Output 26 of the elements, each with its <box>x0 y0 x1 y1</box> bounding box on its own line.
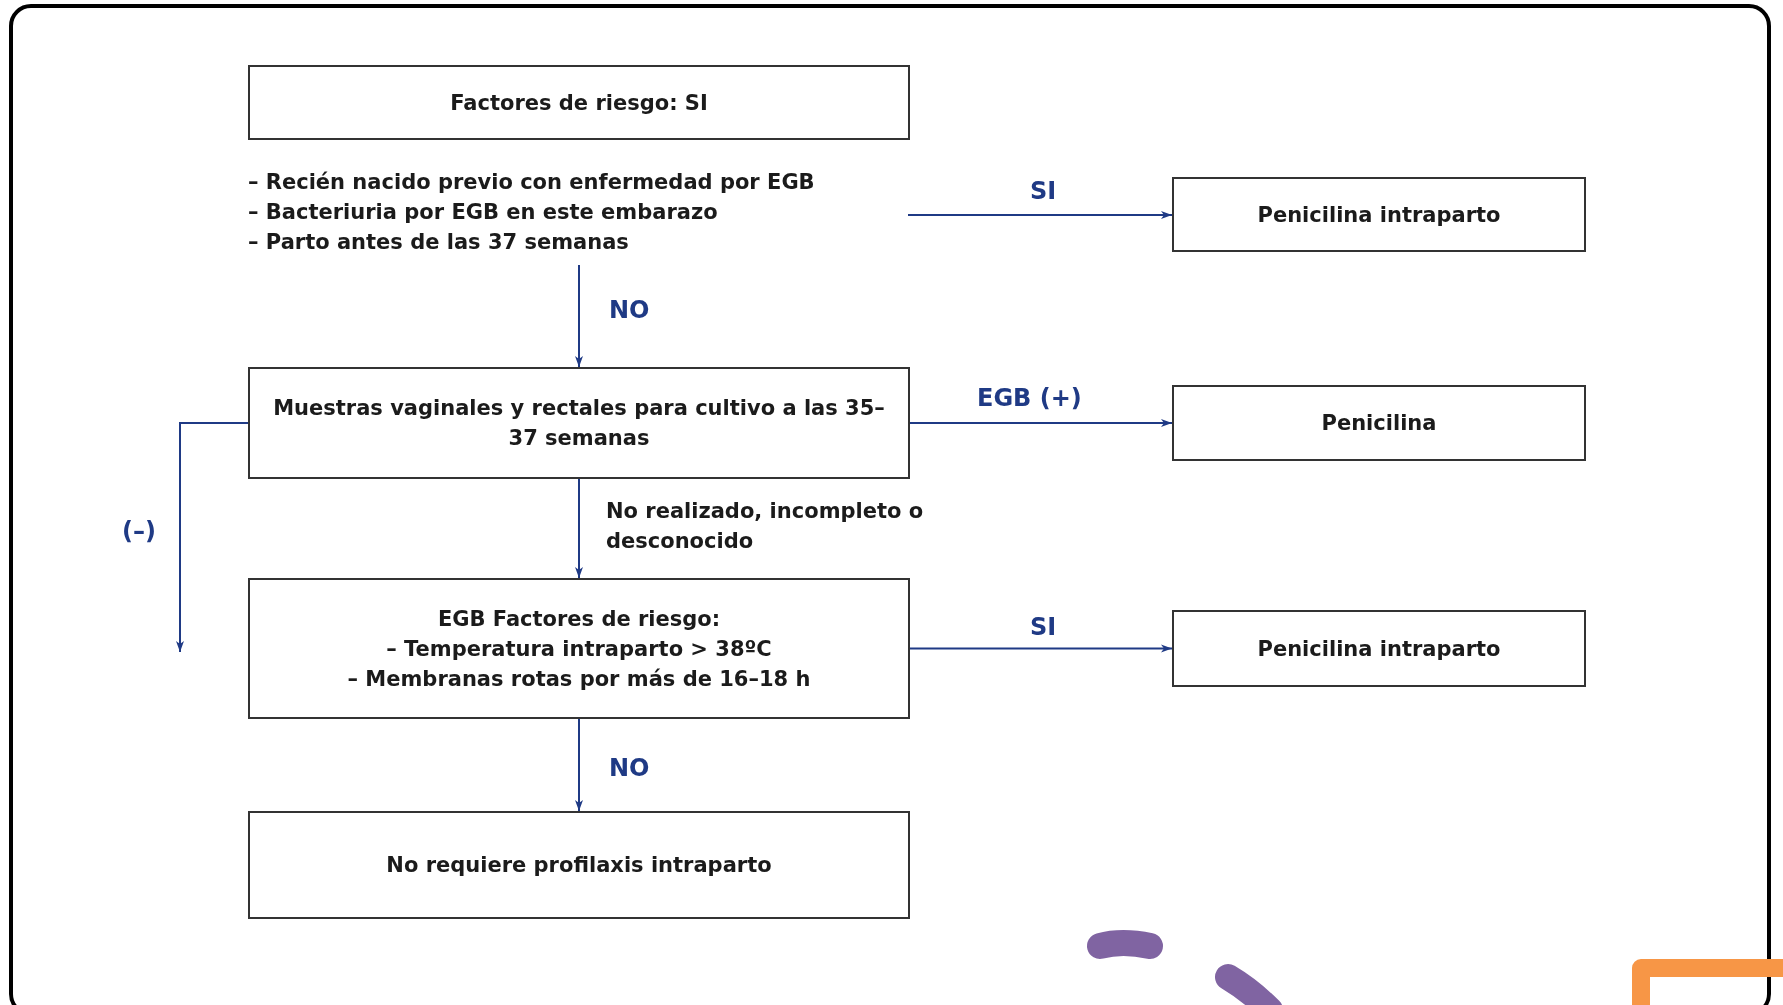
arrow <box>176 422 249 653</box>
box-text: Penicilina intraparto <box>1257 201 1501 229</box>
box-text: EGB Factores de riesgo: <box>437 605 721 633</box>
arrow <box>909 644 1173 653</box>
box-text: Muestras vaginales y rectales para cultivo a las 35–37 semanas <box>272 395 886 452</box>
list-item: – Bacteriuria por EGB en este embarazo <box>248 199 718 226</box>
box-text: Factores de riesgo: SI <box>450 89 708 117</box>
arrow <box>575 264 583 368</box>
process-box <box>1172 385 1586 461</box>
list-item: – Parto antes de las 37 semanas <box>248 229 629 256</box>
box-text: Penicilina <box>1321 410 1437 437</box>
arrow <box>907 211 1173 219</box>
arrow <box>909 419 1173 427</box>
process-box <box>248 367 910 479</box>
arrow <box>575 478 583 579</box>
box-text: – Membranas rotas por más de 16–18 h <box>347 665 811 693</box>
arrow <box>575 718 583 812</box>
box-text: No requiere profilaxis intraparto <box>386 852 772 879</box>
process-box <box>1172 177 1586 252</box>
process-box <box>248 578 910 719</box>
list-item: – Recién nacido previo con enfermedad por EGB <box>248 169 815 196</box>
process-box <box>248 65 910 140</box>
process-box <box>248 811 910 919</box>
process-box <box>1172 610 1586 687</box>
box-text: Penicilina intraparto <box>1257 635 1501 663</box>
box-text: – Temperatura intraparto > 38ºC <box>386 635 772 663</box>
